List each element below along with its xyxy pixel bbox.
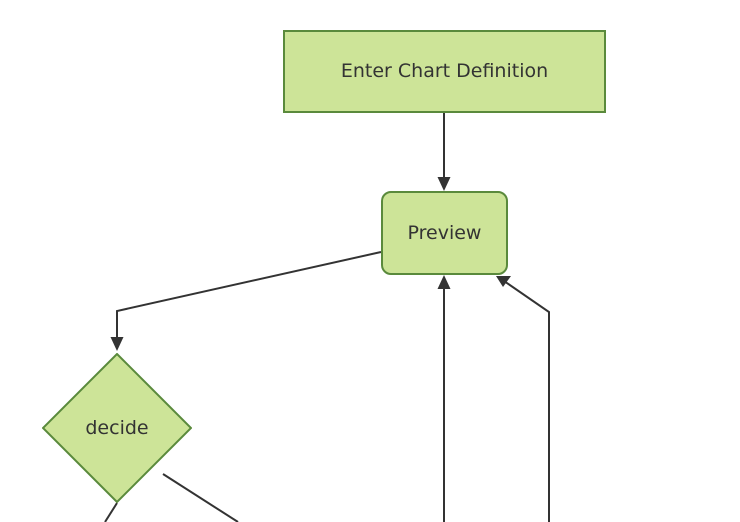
arrowhead-into-preview-bottom-center <box>437 275 451 289</box>
arrowhead-enter-to-preview <box>437 177 451 191</box>
node-enter-chart-definition[interactable]: Enter Chart Definition <box>283 30 606 113</box>
arrowhead-into-preview-bottom-right <box>496 276 511 287</box>
edge-into-preview-bottom-right <box>503 280 550 522</box>
node-preview[interactable]: Preview <box>381 191 508 275</box>
node-enter-chart-definition-label: Enter Chart Definition <box>340 60 549 83</box>
edge-decide-out-left <box>104 502 118 522</box>
edge-preview-to-decide <box>116 251 382 341</box>
node-preview-label: Preview <box>407 221 482 244</box>
edge-decide-out-right <box>162 473 239 522</box>
node-decide-shape <box>42 353 192 503</box>
arrowhead-preview-to-decide <box>110 337 124 351</box>
node-decide[interactable]: decide <box>42 353 192 503</box>
